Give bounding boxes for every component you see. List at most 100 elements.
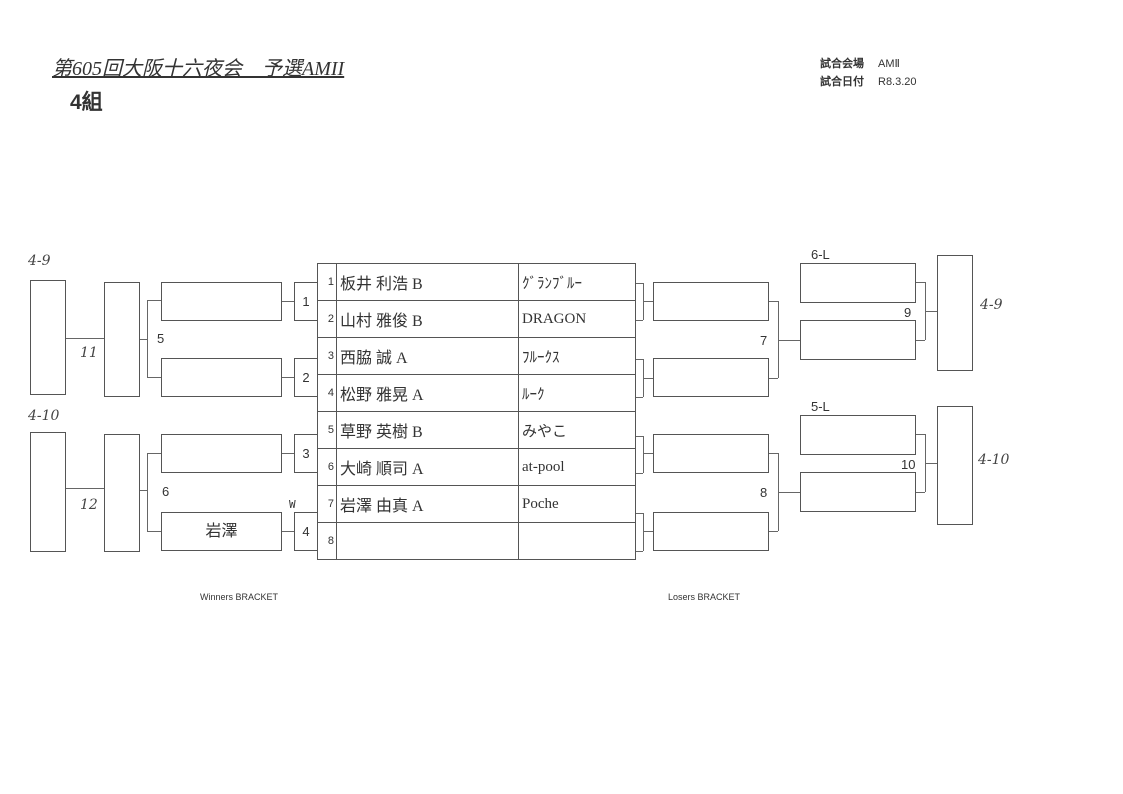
connector — [636, 551, 643, 552]
losers-final-slot-bottom — [937, 406, 973, 525]
connector — [147, 453, 148, 531]
team-name: ﾙｰｸ — [518, 374, 636, 412]
seed: 3 — [317, 337, 337, 375]
page-title: 第605回大阪十六夜会 予選AMII — [52, 58, 345, 80]
player-name: 岩澤 由真 A — [336, 485, 519, 523]
connector — [66, 488, 104, 489]
match-1-winner-slot — [161, 282, 282, 321]
winners-final-label-bottom: 4-10 — [28, 408, 60, 424]
match-label-6: 6 — [162, 484, 170, 499]
connector — [282, 301, 294, 302]
match-label-12: 12 — [80, 497, 98, 513]
losers-final-label-top: 4-9 — [980, 297, 1003, 313]
losers-final-label-bottom: 4-10 — [978, 452, 1010, 468]
seed: 1 — [317, 263, 337, 301]
seed: 5 — [317, 411, 337, 449]
connector — [636, 359, 643, 360]
winners-final-label-top: 4-9 — [28, 253, 51, 269]
connector — [282, 531, 294, 532]
player-name: 大崎 順司 A — [336, 448, 519, 486]
loser-slot — [800, 415, 916, 455]
loser-slot — [653, 358, 769, 397]
loser-slot — [653, 434, 769, 473]
connector — [643, 453, 653, 454]
connector — [769, 453, 778, 454]
player-name: 草野 英樹 B — [336, 411, 519, 449]
match-5-winner-slot — [104, 282, 140, 397]
connector — [769, 378, 778, 379]
connector — [916, 282, 925, 283]
loser-slot — [800, 263, 916, 303]
connector — [778, 301, 779, 378]
loser-slot — [800, 472, 916, 512]
date-value: R8.3.20 — [878, 76, 917, 88]
player-name: 松野 雅晃 A — [336, 374, 519, 412]
winners-bracket-caption: Winners BRACKET — [200, 592, 279, 602]
player-name: 山村 雅俊 B — [336, 300, 519, 338]
connector — [769, 531, 778, 532]
connector — [925, 463, 937, 464]
match-6-winner-slot — [104, 434, 140, 552]
match-label-8: 8 — [760, 485, 768, 500]
winners-final-slot-top — [30, 280, 66, 395]
connector — [636, 397, 643, 398]
connector — [140, 490, 148, 491]
connector — [282, 377, 294, 378]
seed: 4 — [317, 374, 337, 412]
match-4-winner-slot: 岩澤 — [161, 512, 282, 551]
connector — [643, 513, 644, 551]
connector — [636, 436, 643, 437]
match-label-3: 3 — [294, 434, 318, 473]
winner-mark: W — [289, 498, 296, 511]
losers-bracket-caption: Losers BRACKET — [668, 592, 741, 602]
connector — [140, 339, 148, 340]
venue-value: AMⅡ — [878, 58, 900, 70]
loser-slot — [653, 512, 769, 551]
loser-slot — [653, 282, 769, 321]
player-name — [336, 522, 519, 560]
connector — [916, 492, 925, 493]
match-2-winner-slot — [161, 358, 282, 397]
drop-label-6L: 6-L — [811, 247, 830, 262]
connector — [643, 531, 653, 532]
match-label-2: 2 — [294, 358, 318, 397]
connector — [636, 320, 643, 321]
team-name — [518, 522, 636, 560]
connector — [769, 301, 778, 302]
match-label-5: 5 — [157, 331, 165, 346]
date-label: 試合日付 — [820, 76, 864, 88]
team-name: ｸﾞﾗﾝﾌﾞﾙｰ — [518, 263, 636, 301]
connector — [778, 340, 800, 341]
team-name: Poche — [518, 485, 636, 523]
connector — [147, 377, 161, 378]
connector — [636, 513, 643, 514]
team-name: DRAGON — [518, 300, 636, 338]
player-name: 西脇 誠 A — [336, 337, 519, 375]
connector — [282, 453, 294, 454]
match-label-1: 1 — [294, 282, 318, 321]
connector — [147, 300, 161, 301]
connector — [636, 473, 643, 474]
connector — [147, 531, 161, 532]
connector — [925, 311, 937, 312]
connector — [778, 492, 800, 493]
seed: 7 — [317, 485, 337, 523]
match-label-4: 4 — [294, 512, 318, 551]
seed: 6 — [317, 448, 337, 486]
group-label: 4組 — [70, 91, 103, 114]
date-row: 試合日付 R8.3.20 — [820, 73, 917, 89]
match-label-11: 11 — [80, 345, 98, 361]
connector — [66, 338, 104, 339]
connector — [643, 378, 653, 379]
loser-slot — [800, 320, 916, 360]
drop-label-5L: 5-L — [811, 399, 830, 414]
